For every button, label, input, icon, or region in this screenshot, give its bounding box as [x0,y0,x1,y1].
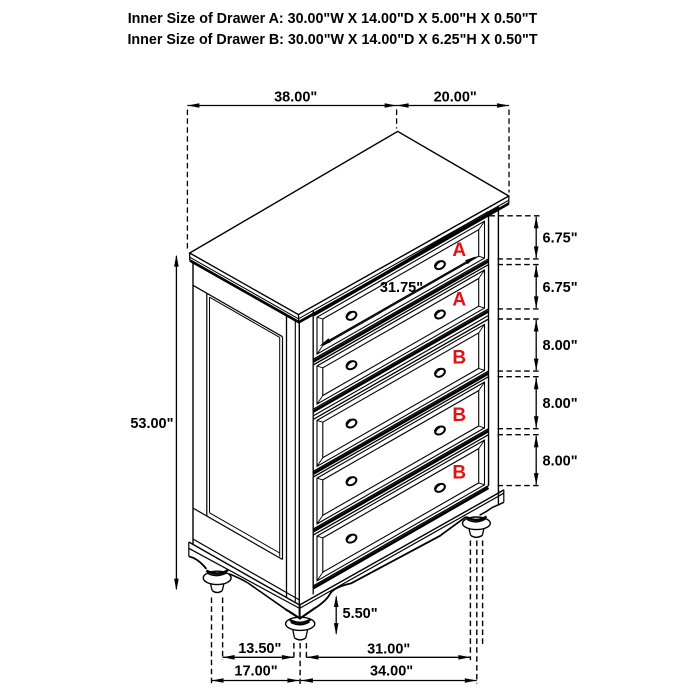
svg-text:8.00": 8.00" [543,338,578,354]
svg-text:B: B [452,405,466,426]
svg-text:6.75": 6.75" [543,231,578,247]
svg-text:B: B [452,463,466,484]
svg-text:20.00": 20.00" [434,90,477,106]
svg-text:Inner Size of Drawer A: 30.00": Inner Size of Drawer A: 30.00"W X 14.00"… [128,11,538,27]
svg-text:53.00": 53.00" [130,416,173,432]
svg-text:13.50": 13.50" [238,641,281,657]
svg-text:5.50": 5.50" [343,606,378,622]
svg-text:38.00": 38.00" [274,90,317,106]
svg-text:17.00": 17.00" [234,664,277,680]
svg-text:A: A [452,240,466,261]
svg-text:A: A [452,289,466,310]
svg-text:B: B [452,348,466,369]
svg-text:31.00": 31.00" [367,641,410,657]
svg-text:34.00": 34.00" [370,664,413,680]
svg-text:8.00": 8.00" [543,453,578,469]
svg-text:Inner Size of Drawer B: 30.00": Inner Size of Drawer B: 30.00"W X 14.00"… [127,32,537,48]
svg-text:6.75": 6.75" [543,280,578,296]
svg-text:31.75": 31.75" [380,280,423,296]
svg-text:8.00": 8.00" [543,396,578,412]
